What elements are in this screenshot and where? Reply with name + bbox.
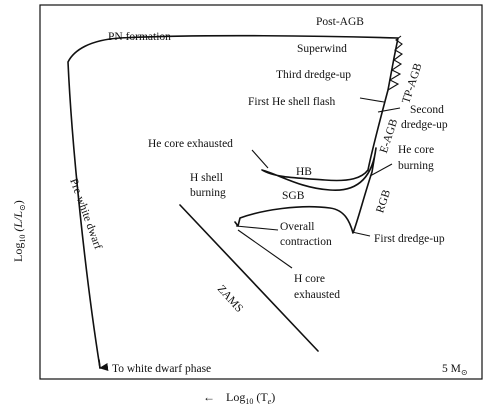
he-core-exhausted-leader <box>251 149 269 169</box>
overall-contraction-label-line1: Overall <box>280 221 314 233</box>
second-dredge-up-leader <box>377 107 401 113</box>
plot-frame <box>39 4 483 380</box>
post-agb-label: Post-AGB <box>316 16 364 28</box>
evolutionary-track <box>67 34 399 369</box>
overall-contraction-leader <box>235 225 279 231</box>
rgb-label: RGB <box>374 188 393 215</box>
second-dredge-up-label-line1: Second <box>410 104 444 116</box>
h-core-exhausted-label-line1: H core <box>294 273 325 285</box>
thermal-pulse-loops <box>387 35 403 91</box>
hb-label: HB <box>296 166 312 178</box>
h-shell-burning-label-line1: H shell <box>190 172 223 184</box>
to-white-dwarf-phase-label: To white dwarf phase <box>112 363 211 375</box>
second-dredge-up-label-line2: dredge-up <box>401 119 448 131</box>
first-he-shell-flash-label: First He shell flash <box>248 96 335 108</box>
x-axis-label: Log10 (Te) <box>226 390 275 406</box>
he-core-burning-leader <box>369 163 393 177</box>
first-dredge-up-leader <box>351 231 371 237</box>
sgb-label: SGB <box>282 190 305 202</box>
he-core-exhausted-label: He core exhausted <box>148 138 233 150</box>
y-axis-label: Log10 (L/L⊙) <box>11 200 27 262</box>
h-core-exhausted-label-line2: exhausted <box>294 289 340 301</box>
white-dwarf-arrow <box>98 359 109 371</box>
h-core-exhausted-leader <box>237 229 293 269</box>
tp-agb-label: TP-AGB <box>400 62 424 106</box>
pn-formation-label: PN formation <box>108 31 171 43</box>
first-dredge-up-label: First dredge-up <box>374 233 445 245</box>
he-core-burning-label-line1: He core <box>398 144 434 156</box>
first-he-shell-flash-leader <box>359 97 385 103</box>
zams-line <box>179 204 319 352</box>
e-agb-label: E-AGB <box>378 117 400 154</box>
x-axis-arrow: ← <box>203 390 215 404</box>
h-shell-burning-label-line2: burning <box>190 187 226 199</box>
superwind-label: Superwind <box>297 43 347 55</box>
zams-label: ZAMS <box>215 283 245 315</box>
pre-white-dwarf-label: Pre-white dwarf <box>67 177 104 251</box>
stellar-mass-label: 5 M⊙ <box>442 363 468 377</box>
he-core-burning-label-line2: burning <box>398 160 434 172</box>
third-dredge-up-label: Third dredge-up <box>276 69 351 81</box>
overall-contraction-label-line2: contraction <box>280 236 332 248</box>
